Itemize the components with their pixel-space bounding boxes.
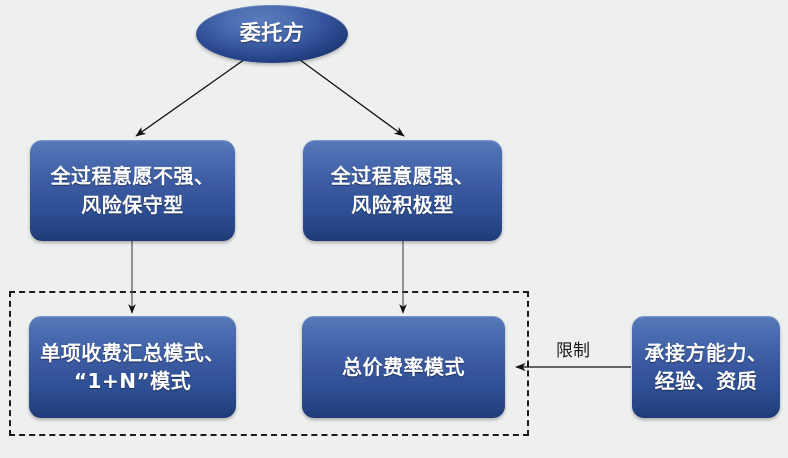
node-client[interactable]: 委托方 xyxy=(196,5,348,63)
edge-label-restriction: 限制 xyxy=(556,341,590,361)
node-weak-conservative[interactable]: 全过程意愿不强、 风险保守型 xyxy=(30,140,235,241)
fee-mode-group-region xyxy=(9,291,529,436)
node-contractor-capability-line1: 承接方能力、 xyxy=(644,340,768,365)
node-client-label: 委托方 xyxy=(239,21,305,46)
node-itemized-mode-line1: 单项收费汇总模式、 xyxy=(40,340,225,365)
node-lumpsum-rate-mode-label: 总价费率模式 xyxy=(342,354,465,379)
node-itemized-mode[interactable]: 单项收费汇总模式、 “1+N”模式 xyxy=(29,316,236,418)
edge-client-to-weak xyxy=(135,56,249,137)
node-weak-conservative-line1: 全过程意愿不强、 xyxy=(50,164,215,189)
node-contractor-capability[interactable]: 承接方能力、 经验、资质 xyxy=(632,316,780,418)
node-contractor-capability-line2: 经验、资质 xyxy=(654,369,758,393)
node-strong-aggressive-line2: 风险积极型 xyxy=(351,192,454,217)
node-lumpsum-rate-mode[interactable]: 总价费率模式 xyxy=(302,316,505,418)
edge-client-to-strong xyxy=(295,56,405,137)
node-weak-conservative-line2: 风险保守型 xyxy=(81,192,184,217)
node-strong-aggressive-line1: 全过程意愿强、 xyxy=(330,164,475,189)
node-strong-aggressive[interactable]: 全过程意愿强、 风险积极型 xyxy=(303,140,502,241)
node-itemized-mode-line2: “1+N”模式 xyxy=(73,369,192,393)
